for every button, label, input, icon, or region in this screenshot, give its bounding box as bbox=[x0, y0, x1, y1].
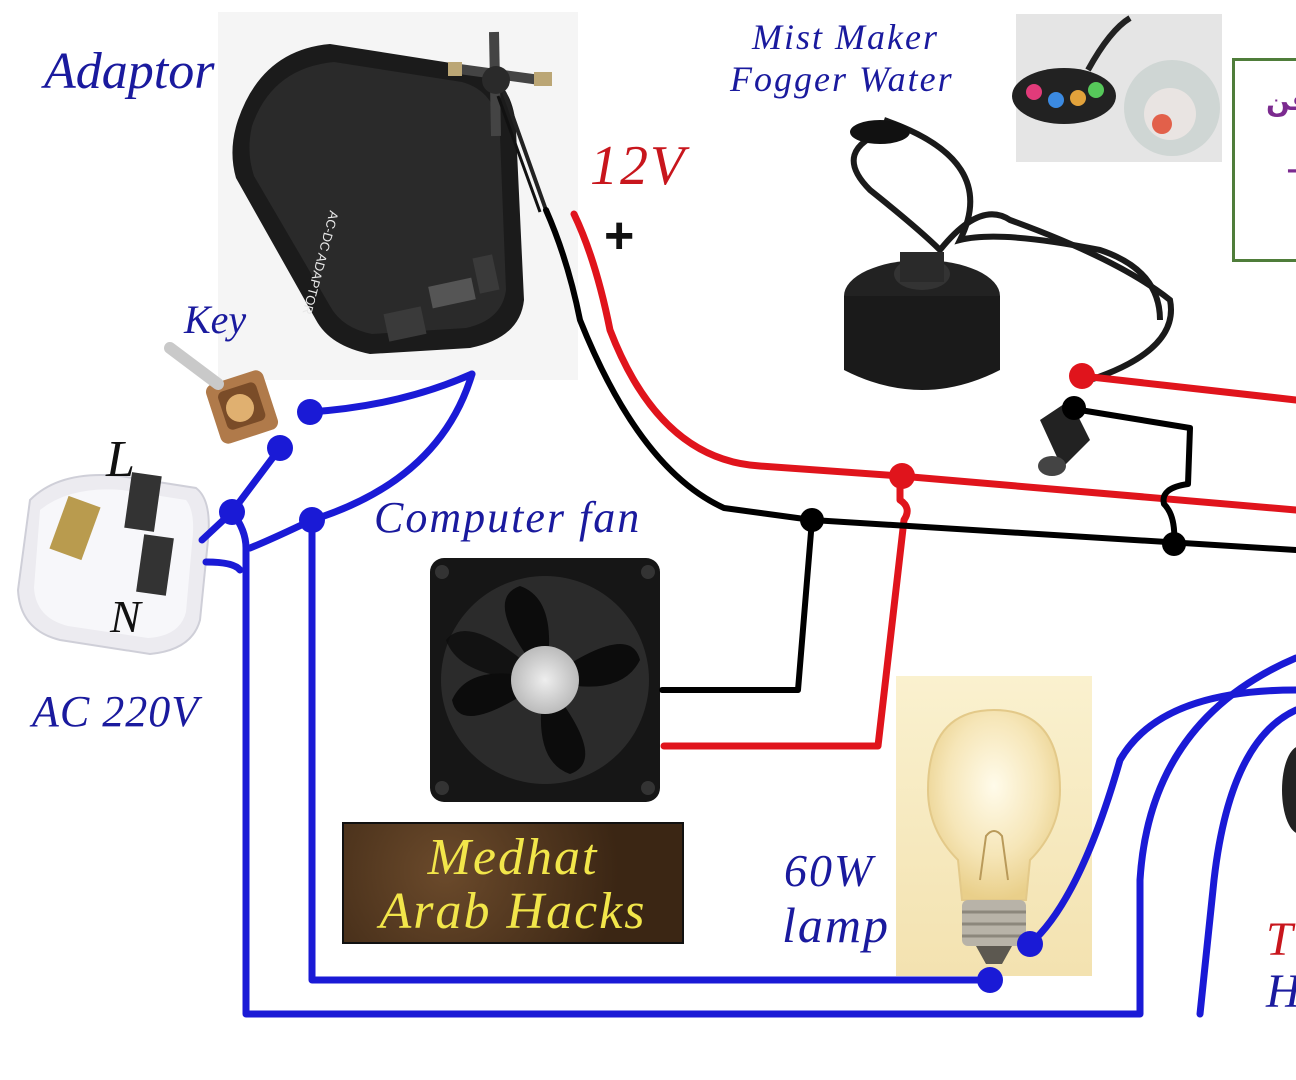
computer-fan-label: Computer fan bbox=[374, 493, 642, 542]
dc-black-mist bbox=[1071, 405, 1193, 547]
adaptor-label: Adaptor bbox=[44, 43, 215, 100]
voltage-label: 12V bbox=[590, 135, 687, 197]
inset-panel bbox=[1232, 58, 1296, 262]
brand-line-1: Medhat bbox=[427, 829, 599, 886]
mist-maker-device bbox=[844, 117, 1174, 476]
junction-blue-lamp-side bbox=[1017, 931, 1043, 957]
junction-red-fan bbox=[889, 463, 915, 489]
dc-black-fan-branch bbox=[659, 517, 815, 693]
mist-maker-label-line2: Fogger Water bbox=[730, 59, 954, 99]
inset-dash: - bbox=[1286, 146, 1296, 192]
ac-wire-lamp-return bbox=[1026, 686, 1296, 948]
dc-red-fan-branch bbox=[660, 472, 911, 750]
lamp-label: lamp bbox=[782, 897, 890, 953]
ac-wire-N-out bbox=[202, 558, 244, 574]
live-label: L bbox=[106, 431, 135, 488]
dc-red-mist bbox=[1078, 372, 1296, 404]
cutoff-label-h: H bbox=[1266, 964, 1296, 1019]
ac-wire-lamp-feed bbox=[308, 516, 994, 984]
positive-sign: + bbox=[604, 207, 635, 265]
key-label: Key bbox=[184, 297, 247, 342]
junction-blue-lamp-bottom bbox=[977, 967, 1003, 993]
dc-black-main bbox=[543, 207, 1296, 553]
lamp-illustration bbox=[896, 676, 1092, 976]
adaptor-illustration: AC-DC ADAPTOR bbox=[218, 12, 578, 380]
junction-black-mist bbox=[1062, 396, 1086, 420]
dc-positive-wires bbox=[570, 210, 1296, 750]
toggle-switch-illustration bbox=[164, 342, 279, 444]
junction-blue-key-top bbox=[297, 399, 323, 425]
ac-wire-key-to-adaptor bbox=[306, 370, 476, 416]
junction-black-right bbox=[1162, 532, 1186, 556]
junction-dots bbox=[219, 363, 1186, 993]
neutral-label: N bbox=[110, 591, 141, 642]
dc-red-main bbox=[570, 210, 1296, 514]
junction-black-fan bbox=[800, 508, 824, 532]
uk-plug-illustration bbox=[16, 472, 210, 656]
junction-blue-key-bottom bbox=[267, 435, 293, 461]
brand-line-2: Arab Hacks bbox=[379, 883, 647, 940]
dc-negative-wires bbox=[543, 207, 1296, 693]
junction-red-mist bbox=[1069, 363, 1095, 389]
ac-wire-adaptor-to-junction bbox=[308, 370, 476, 524]
junction-blue-center bbox=[299, 507, 325, 533]
ac-wires bbox=[198, 370, 1296, 1018]
lamp-wattage-label: 60W bbox=[784, 845, 875, 896]
junction-blue-L bbox=[219, 499, 245, 525]
ac-wire-right-lower bbox=[1196, 706, 1296, 1018]
ac-voltage-label: AC 220V bbox=[32, 687, 200, 736]
brand-logo-box: Medhat Arab Hacks bbox=[342, 822, 684, 944]
cutoff-label-t: T bbox=[1266, 913, 1293, 966]
mist-maker-label-line1: Mist Maker bbox=[752, 17, 939, 57]
computer-fan-illustration bbox=[430, 558, 660, 802]
thermostat-partial bbox=[1282, 747, 1296, 833]
mist-maker-photo bbox=[1012, 14, 1222, 162]
inset-text: قن bbox=[1266, 84, 1296, 117]
